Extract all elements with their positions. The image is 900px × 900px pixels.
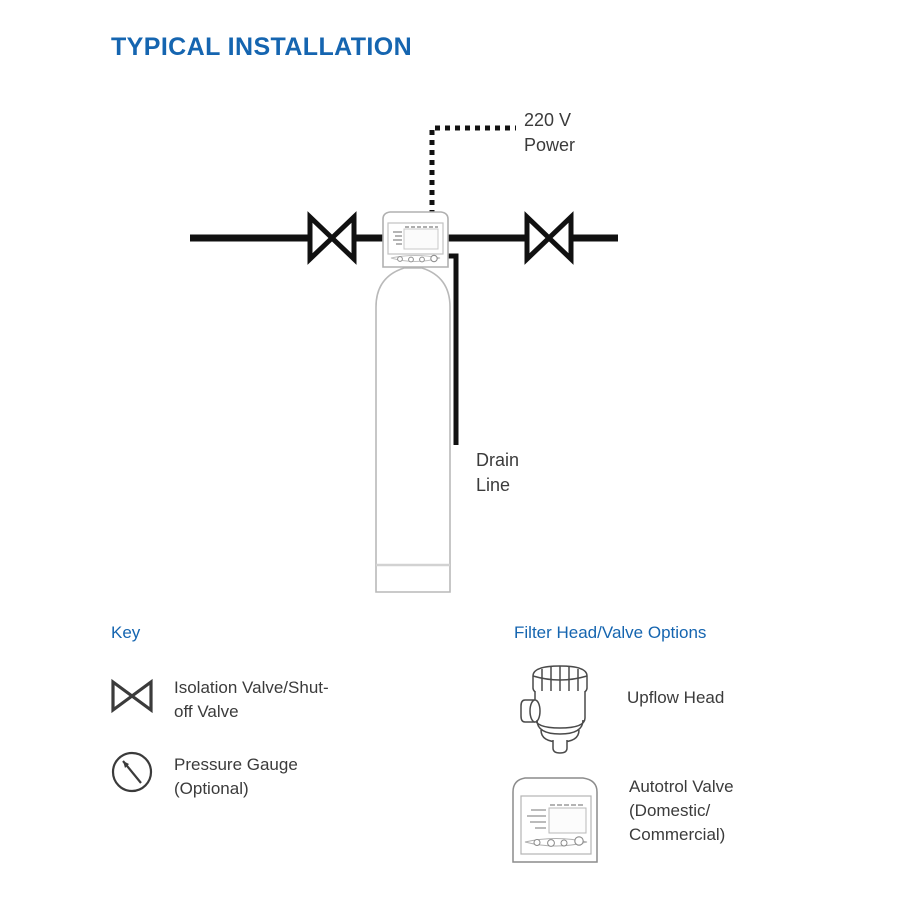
filter-tank [375,267,451,593]
autotrol-display-screen [548,807,587,834]
power-label: 220 V Power [524,110,576,155]
option-item-upflow-head-label: Upflow Head [627,688,725,707]
isolation-valve-outlet [524,211,574,265]
valve-button-bar [390,255,441,262]
upflow-head-icon [517,658,603,758]
isolation-valve-icon [108,678,156,714]
key-item-pressure-gauge: Pressure Gauge (Optional) [108,748,408,801]
control-valve-head [382,211,449,268]
dotted-power-cord [429,125,516,215]
autotrol-button-4 [574,836,584,846]
autotrol-button-2 [547,839,555,847]
key-item-isolation-valve: Isolation Valve/Shut- off Valve [108,676,408,724]
filter-options-heading: Filter Head/Valve Options [514,623,707,642]
valve-button-3 [419,256,425,263]
option-item-autotrol-valve-label: Autotrol Valve (Domestic/ Commercial) [629,777,734,844]
valve-button-1 [397,256,403,262]
valve-button-4 [430,254,438,263]
isolation-valve-inlet [307,211,357,265]
valve-display-screen [403,228,439,250]
valve-button-2 [408,256,414,263]
autotrol-button-3 [560,839,568,847]
page-title: TYPICAL INSTALLATION [111,33,413,61]
key-item-isolation-valve-label: Isolation Valve/Shut- off Valve [174,678,329,721]
key-heading: Key [111,623,141,642]
option-item-upflow-head: Upflow Head [517,658,857,758]
option-item-autotrol-valve: Autotrol Valve (Domestic/ Commercial) [505,770,865,868]
autotrol-button-bar [524,838,588,847]
display-side-labels [393,231,402,245]
drain-line-label: Drain Line [476,450,520,495]
key-item-pressure-gauge-label: Pressure Gauge (Optional) [174,755,298,798]
autotrol-side-labels [527,809,546,829]
pressure-gauge-icon [108,748,156,796]
autotrol-valve-icon [505,770,615,868]
autotrol-button-1 [533,839,541,846]
